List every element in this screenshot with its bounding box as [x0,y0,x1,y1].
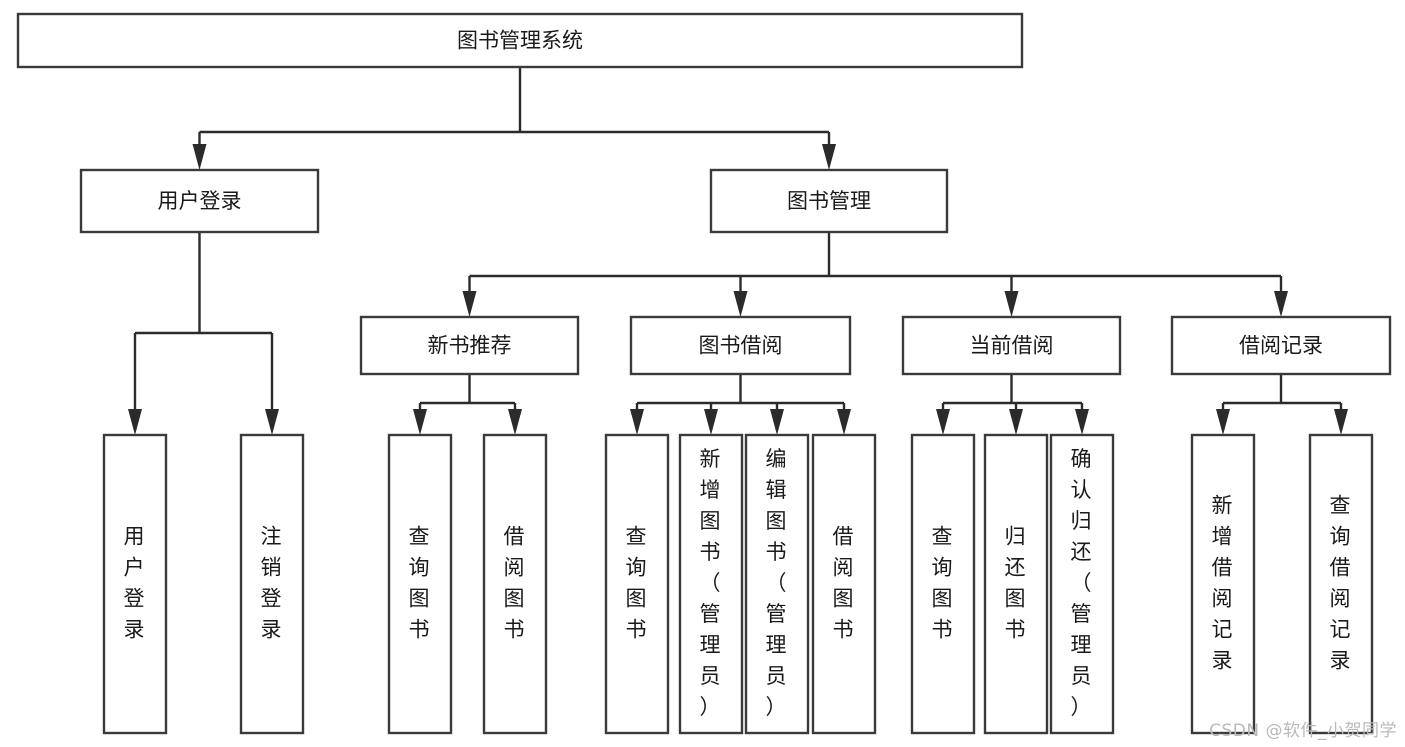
node-newbook[interactable]: 新书推荐 [359,315,580,376]
node-l6[interactable]: 新增图书（管理员） [678,433,744,735]
node-box [1190,433,1256,735]
node-l5[interactable]: 查询图书 [604,433,670,735]
node-label: 新增图书（管理员） [700,447,723,719]
node-label: 借阅图书 [504,525,527,642]
node-box [983,433,1049,735]
arrow-head-icon [630,409,644,435]
node-box [629,315,852,376]
node-box [811,433,877,735]
node-box [359,315,580,376]
node-login[interactable]: 用户登录 [79,168,320,234]
arrow-head-icon [192,144,207,170]
node-root[interactable]: 图书管理系统 [16,12,1024,69]
edge-layer [128,67,1348,435]
arrow-head-icon [1274,291,1288,317]
node-box [79,168,320,234]
node-box [16,12,1024,69]
node-label: 借阅图书 [833,525,856,642]
node-box [709,168,949,234]
arrow-head-icon [837,409,851,435]
arrow-head-icon [128,409,142,435]
node-l10[interactable]: 归还图书 [983,433,1049,735]
node-label: 借阅记录 [1239,334,1323,358]
node-label: 查询图书 [932,525,955,642]
node-bookmgmt[interactable]: 图书管理 [709,168,949,234]
node-borrow[interactable]: 图书借阅 [629,315,852,376]
node-box [1170,315,1392,376]
arrow-head-icon [1004,291,1019,317]
node-box [102,433,168,735]
node-layer: 图书管理系统用户登录图书管理新书推荐图书借阅当前借阅借阅记录用户登录注销登录查询… [16,12,1392,735]
node-box [1049,433,1115,735]
node-record[interactable]: 借阅记录 [1170,315,1392,376]
node-label: 注销登录 [261,525,284,642]
arrow-head-icon [704,409,718,435]
arrow-head-icon [733,291,748,317]
node-label: 查询借阅记录 [1330,494,1353,673]
node-label: 用户登录 [158,189,242,213]
node-l3[interactable]: 查询图书 [387,433,453,735]
arrow-head-icon [1075,409,1089,435]
node-box [482,433,548,735]
node-current[interactable]: 当前借阅 [901,315,1122,376]
arrow-head-icon [265,409,279,435]
node-label: 新增借阅记录 [1212,494,1235,673]
node-l13[interactable]: 查询借阅记录 [1308,433,1374,735]
node-box [744,433,810,735]
node-label: 图书管理系统 [457,29,583,53]
node-label: 编辑图书（管理员） [766,447,789,719]
node-box [1308,433,1374,735]
node-label: 图书管理 [787,189,871,213]
node-box [678,433,744,735]
arrow-head-icon [770,409,784,435]
node-box [387,433,453,735]
node-label: 用户登录 [124,525,147,642]
node-box [910,433,976,735]
node-label: 归还图书 [1005,525,1028,642]
node-label: 查询图书 [409,525,432,642]
arrow-head-icon [936,409,950,435]
node-l1[interactable]: 用户登录 [102,433,168,735]
arrow-head-icon [1009,409,1023,435]
node-label: 确认归还（管理员） [1071,447,1094,719]
arrow-head-icon [413,409,427,435]
node-box [239,433,305,735]
node-label: 查询图书 [626,525,649,642]
arrow-head-icon [1334,409,1348,435]
node-l4[interactable]: 借阅图书 [482,433,548,735]
arrow-head-icon [1216,409,1230,435]
arrow-head-icon [462,291,477,317]
node-l9[interactable]: 查询图书 [910,433,976,735]
node-box [604,433,670,735]
node-l2[interactable]: 注销登录 [239,433,305,735]
node-label: 图书借阅 [699,334,783,358]
node-l12[interactable]: 新增借阅记录 [1190,433,1256,735]
arrow-head-icon [822,144,836,170]
node-l11[interactable]: 确认归还（管理员） [1049,433,1115,735]
node-label: 当前借阅 [970,334,1054,358]
arrow-head-icon [508,409,522,435]
node-label: 新书推荐 [428,334,512,358]
node-l7[interactable]: 编辑图书（管理员） [744,433,810,735]
node-l8[interactable]: 借阅图书 [811,433,877,735]
node-box [901,315,1122,376]
